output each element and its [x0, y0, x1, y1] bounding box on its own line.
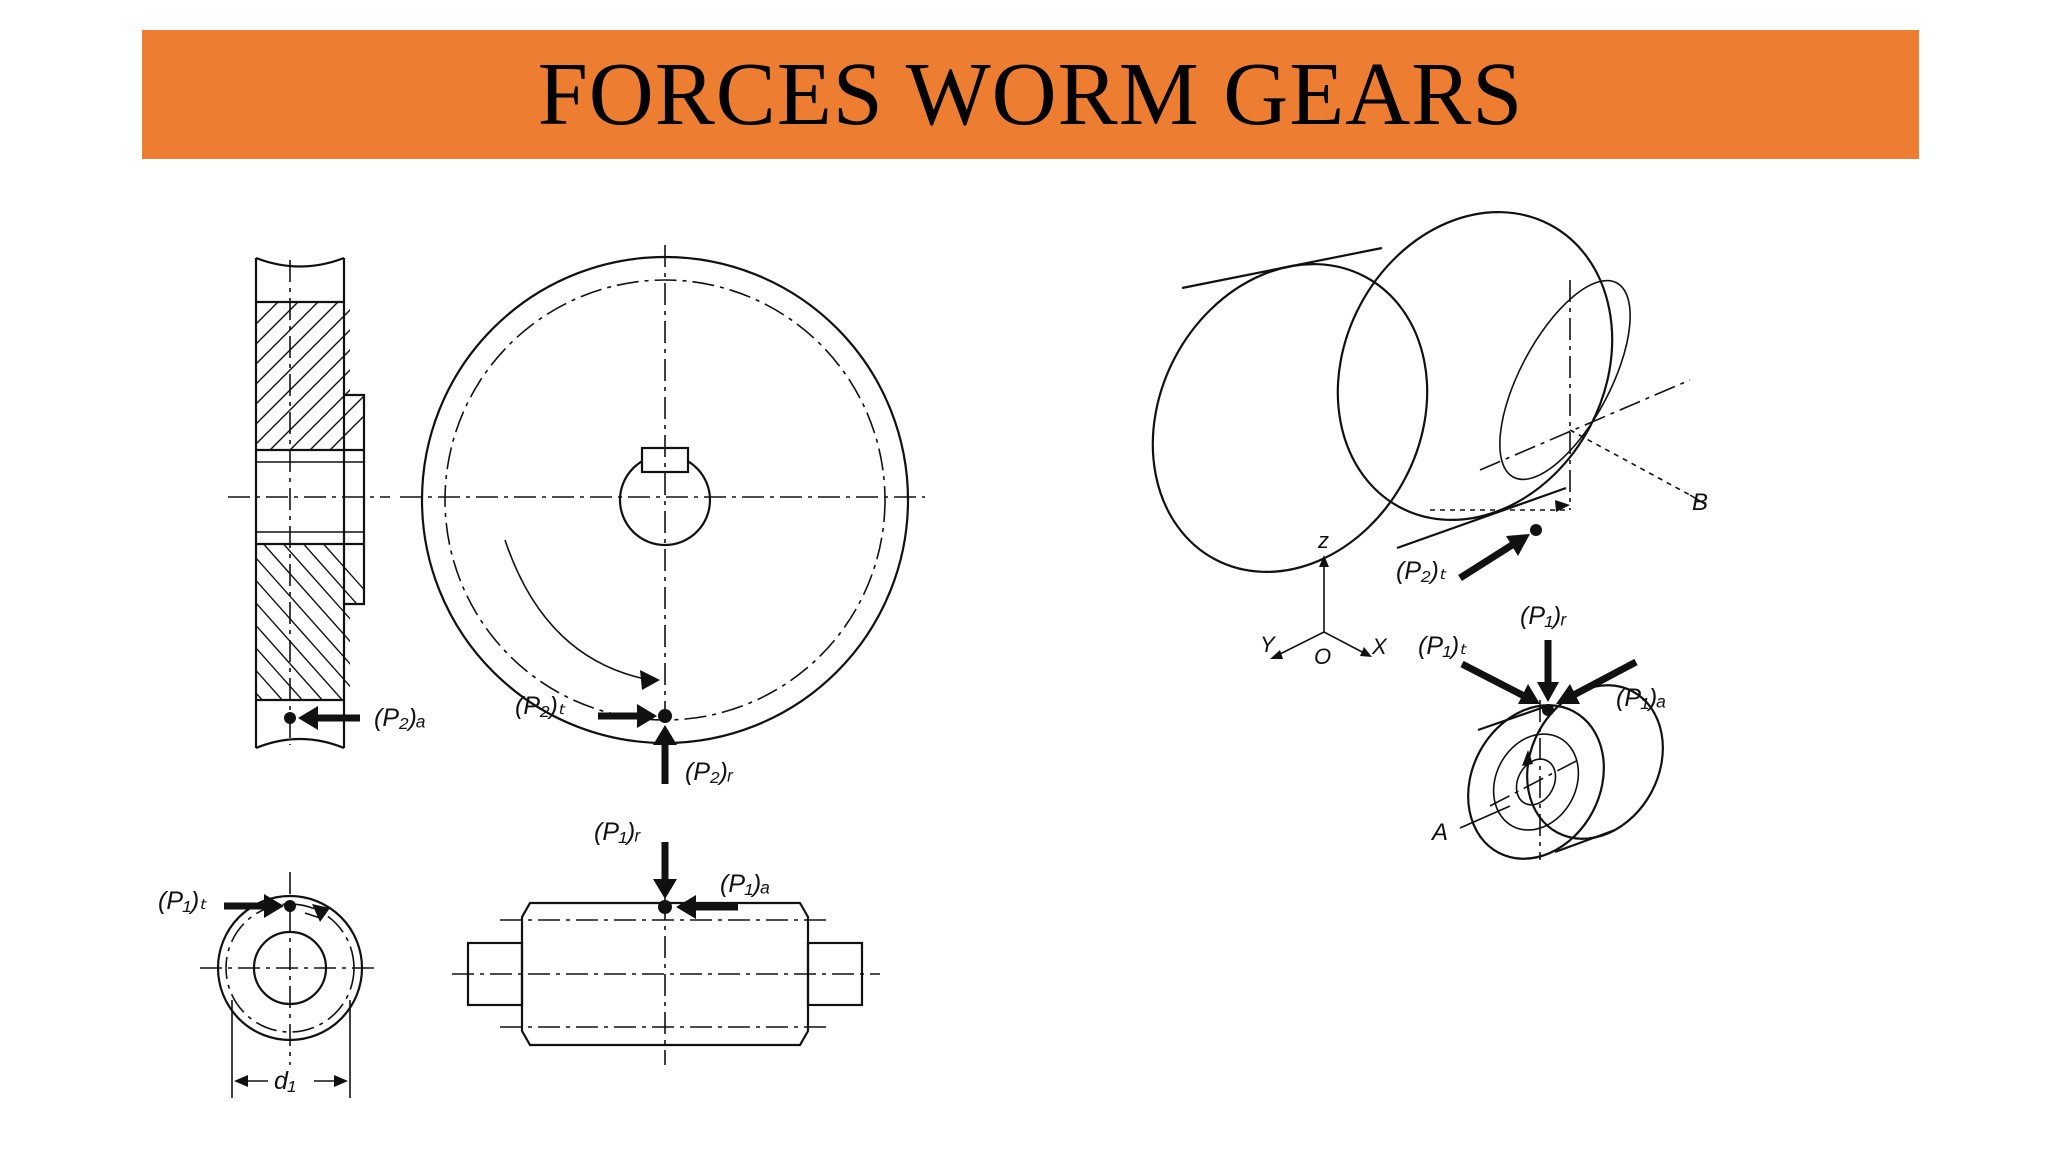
- worm-side-view: (P₁)ᵣ (P₁)ₐ: [452, 818, 880, 1065]
- slide-title: FORCES WORM GEARS: [537, 44, 1524, 144]
- label-p1a-left: (P₁)ₐ: [720, 870, 770, 898]
- label-p1r-right: (P₁)ᵣ: [1520, 602, 1567, 630]
- isometric-worm: A (P₁)ᵣ (P₁)ₜ (P₁)ₐ: [1418, 602, 1666, 860]
- label-a: A: [1430, 819, 1448, 846]
- label-o: O: [1314, 644, 1331, 669]
- wheel-front-view: (P₂)ₜ (P₂)ᵣ: [400, 245, 925, 786]
- p1t-arrow-right: [1460, 660, 1530, 702]
- label-p2t-left: (P₂)ₜ: [515, 692, 566, 720]
- worm-end-view: (P₁)ₜ d₁: [158, 872, 380, 1098]
- axis-triad: z Y O X: [1260, 528, 1388, 669]
- label-b: B: [1692, 489, 1708, 516]
- p1a-arrow-right: [1566, 658, 1638, 702]
- wheel-section-view: (P₂)ₐ: [228, 256, 426, 750]
- p1-contact-point-left: [658, 900, 672, 914]
- p2-contact-point: [658, 709, 672, 723]
- p2t-point-right: [1530, 524, 1542, 536]
- label-p2t-right: (P₂)ₜ: [1396, 557, 1447, 585]
- hatch-top: [256, 302, 364, 450]
- label-p2a: (P₂)ₐ: [374, 704, 426, 732]
- label-p1t-left: (P₁)ₜ: [158, 887, 207, 915]
- isometric-wheel: B (P₂)ₜ: [1151, 211, 1708, 585]
- label-p1a-right: (P₁)ₐ: [1616, 684, 1666, 712]
- label-z: z: [1317, 528, 1329, 553]
- label-p2r: (P₂)ᵣ: [685, 758, 734, 786]
- p2a-point: [284, 712, 296, 724]
- label-y: Y: [1260, 632, 1276, 657]
- label-d1: d₁: [274, 1067, 296, 1095]
- label-x: X: [1371, 634, 1388, 659]
- label-p1r-left: (P₁)ᵣ: [594, 818, 641, 846]
- hatch-bottom: [256, 544, 364, 700]
- p1t-point-left: [284, 900, 296, 912]
- title-bar: FORCES WORM GEARS: [142, 30, 1919, 159]
- label-p1t-right: (P₁)ₜ: [1418, 632, 1467, 660]
- p2t-arrow-right: [1458, 537, 1522, 581]
- p1-contact-point-right: [1542, 704, 1554, 716]
